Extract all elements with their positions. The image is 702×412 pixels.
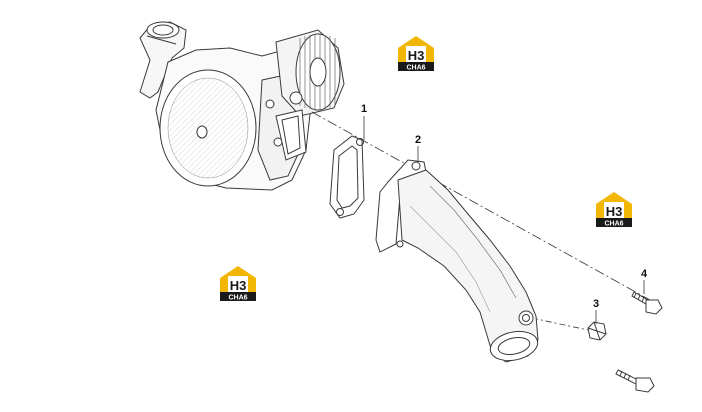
water-pump	[139, 21, 345, 191]
callout-3: 3	[593, 298, 599, 310]
watermark-main-text: H3	[230, 278, 247, 293]
callout-leaders	[363, 116, 645, 324]
spare-bolt	[615, 369, 655, 393]
callout-1: 1	[361, 103, 367, 115]
callout-4: 4	[641, 268, 648, 280]
watermark-main-text: H3	[606, 204, 623, 219]
gasket-part	[329, 135, 365, 219]
assembly-centerline	[311, 111, 651, 331]
watermark-logo-top: H3 CHA6	[398, 36, 434, 72]
flange-bolt-part	[631, 291, 663, 315]
callout-2: 2	[415, 134, 421, 146]
plug-part	[587, 321, 607, 341]
watermark-sub-text: CHA6	[228, 295, 247, 302]
watermark-logo-left: H3 CHA6	[220, 266, 256, 302]
elbow-pipe-part	[375, 159, 539, 363]
watermark-sub-text: CHA6	[406, 65, 425, 72]
watermark-main-text: H3	[408, 48, 425, 63]
watermark-sub-text: CHA6	[604, 221, 623, 228]
watermark-logo-right: H3 CHA6	[596, 192, 632, 228]
